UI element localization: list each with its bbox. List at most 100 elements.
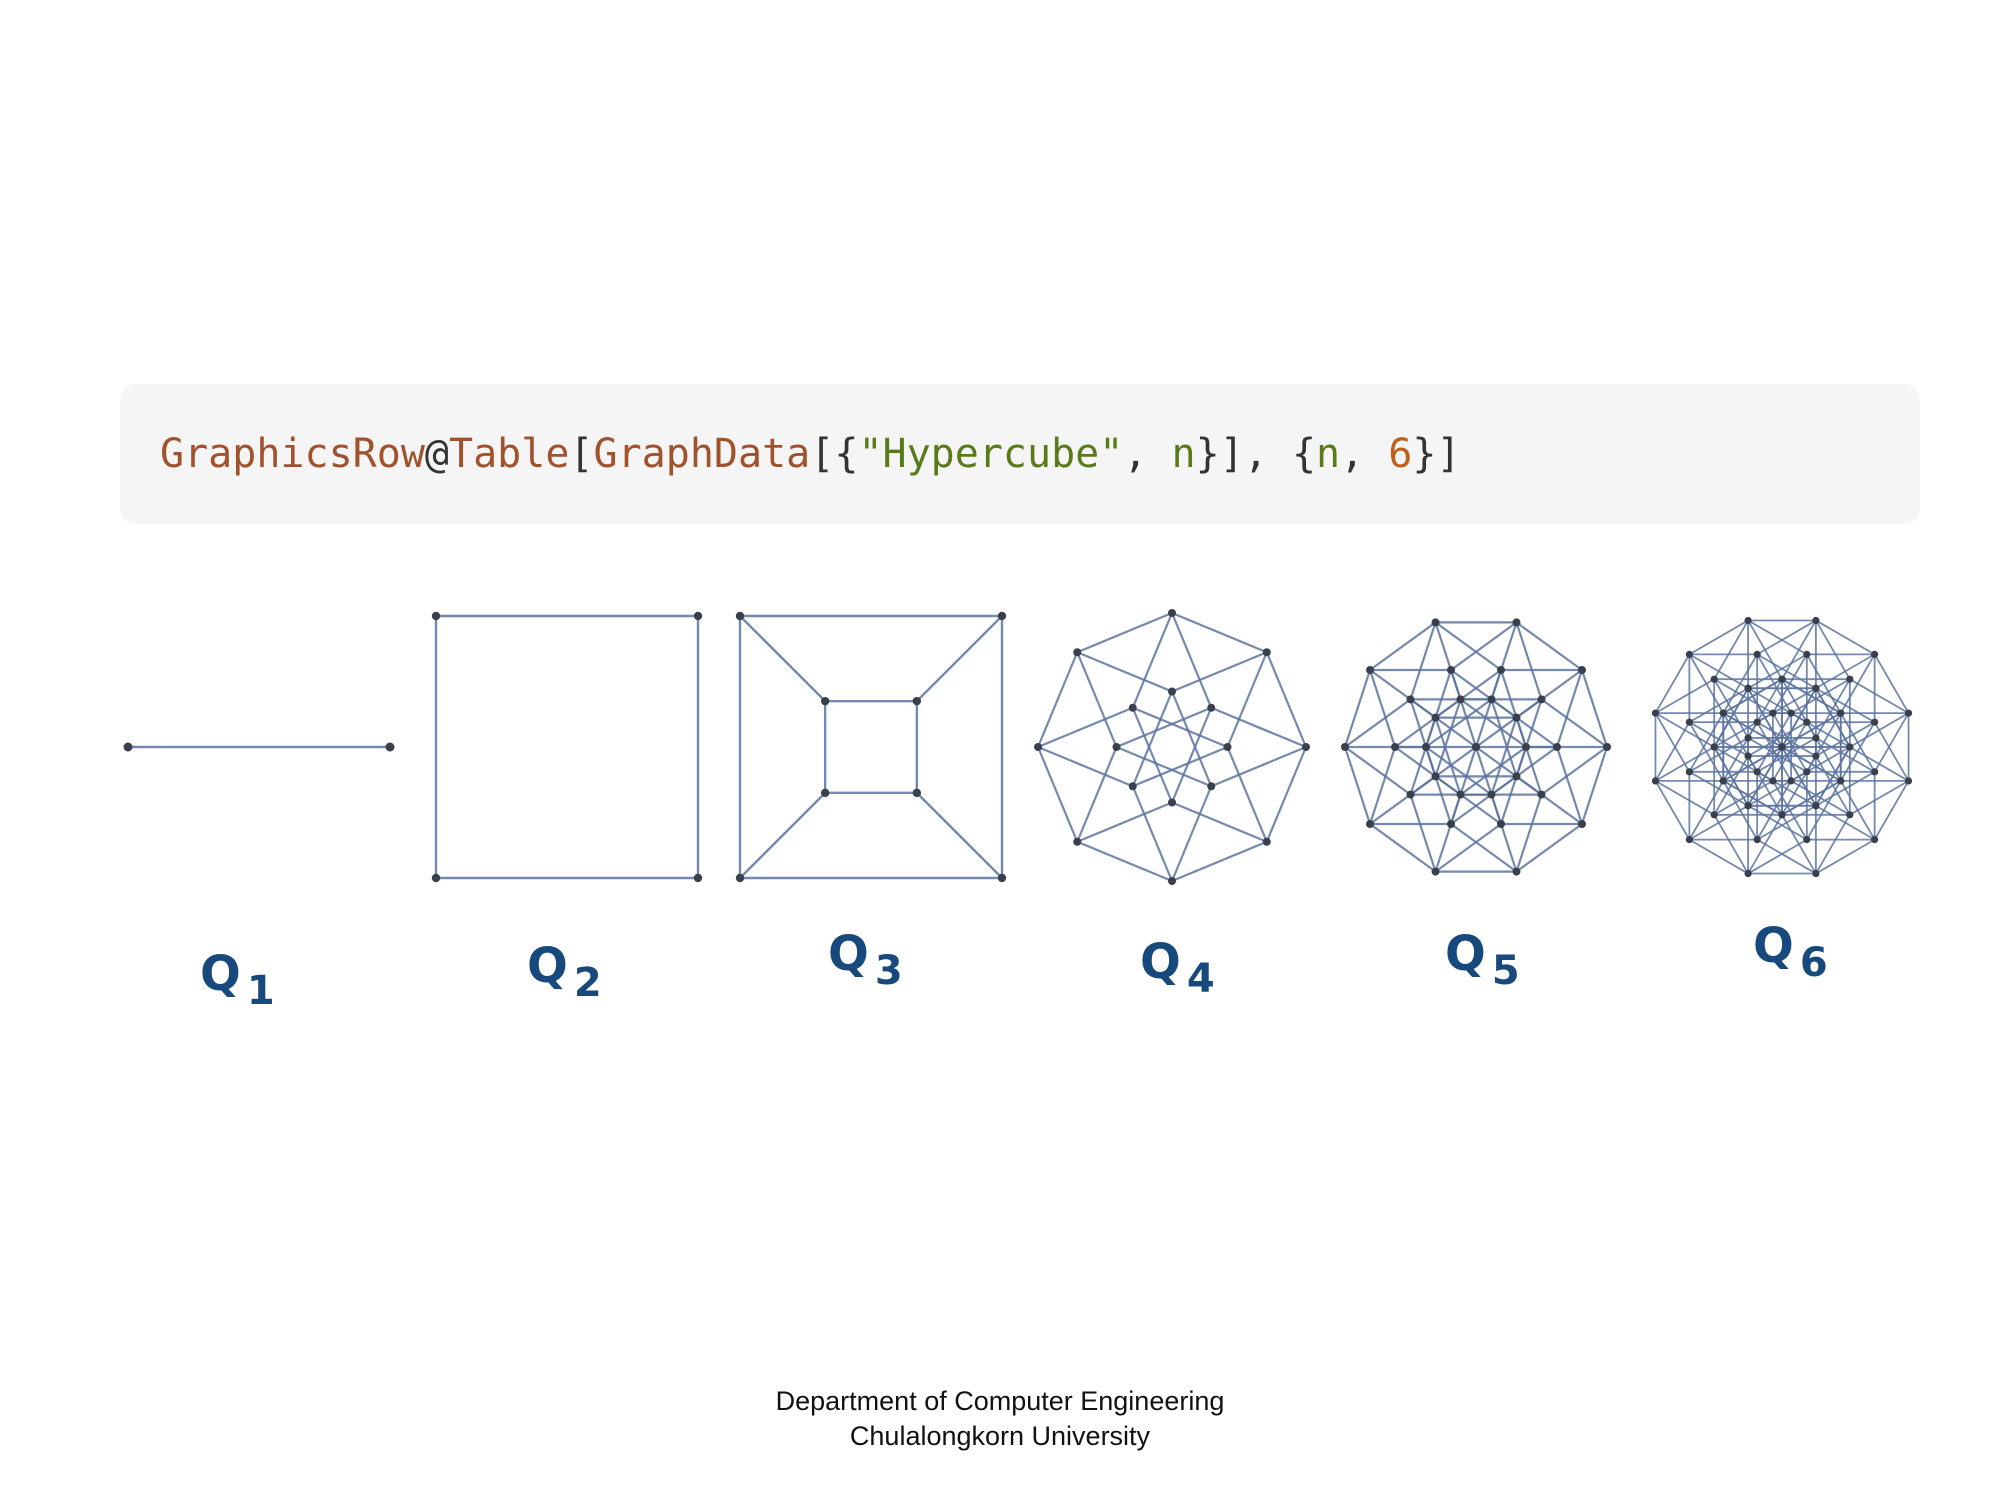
graph-vertex	[1406, 695, 1415, 704]
code-token: @	[424, 431, 449, 477]
label-letter: Q	[828, 926, 869, 982]
code-token: GraphData	[593, 431, 811, 477]
graph-vertex	[1803, 768, 1811, 776]
graph-edge	[1076, 746, 1118, 843]
graph-vertex	[1710, 675, 1718, 683]
graph-edge	[1368, 746, 1397, 825]
graph-edge	[1655, 678, 1715, 714]
code-token: ,	[1340, 431, 1389, 477]
graph-vertex	[735, 873, 745, 883]
graph-edge	[1790, 712, 1851, 748]
graph-edge	[1171, 651, 1268, 693]
graph-edge	[916, 792, 1003, 879]
code-token: Table	[449, 431, 570, 477]
code-token: n	[1171, 431, 1196, 477]
label-subscript: 3	[875, 948, 903, 994]
graph-vertex	[1168, 609, 1176, 617]
graph-vertex	[1719, 777, 1727, 785]
graph-edge	[1131, 691, 1174, 787]
graph-vertex	[912, 696, 922, 706]
graph-edge	[1450, 823, 1518, 873]
graph-vertex	[1812, 869, 1820, 878]
graph-vertex	[1753, 836, 1761, 844]
graph-vertex	[1744, 734, 1752, 742]
graph-vertex	[1512, 618, 1521, 627]
graph-edge	[739, 792, 826, 879]
graph-edge	[1037, 745, 1134, 788]
graph-edge	[1344, 698, 1412, 748]
graph-vertex	[1366, 666, 1375, 675]
graph-edge	[1226, 746, 1268, 843]
graph-edge	[1132, 706, 1228, 749]
graph-edge	[1394, 746, 1462, 796]
graph-edge	[1425, 698, 1493, 748]
graph-edge	[1815, 687, 1876, 723]
graph-vertex	[1497, 819, 1506, 828]
graph-vertex	[1262, 837, 1271, 846]
hypercube-graph-q1	[123, 742, 395, 752]
graph-edge	[1515, 621, 1583, 671]
graph-vertex	[1512, 713, 1521, 722]
graph-edge	[1815, 838, 1876, 875]
graph-edge	[1815, 620, 1851, 680]
graph-edge	[1688, 619, 1749, 656]
graph-vertex	[1073, 837, 1082, 846]
graph-edge	[1688, 653, 1725, 714]
graph-edge	[1344, 746, 1412, 796]
graph-edge	[1171, 611, 1268, 654]
graph-edge	[1131, 612, 1174, 709]
graph-edge	[1839, 780, 1876, 841]
graph-edge	[1475, 746, 1543, 796]
graph-edge	[1459, 698, 1527, 748]
code-token: [	[569, 431, 594, 477]
footer: Department of Computer Engineering Chula…	[0, 1384, 2000, 1454]
graph-edge	[1450, 669, 1518, 719]
graph-vertex	[1904, 709, 1913, 717]
label-subscript: 6	[1800, 940, 1828, 986]
graph-vertex	[1744, 752, 1752, 760]
graph-edge	[1450, 621, 1518, 671]
footer-department: Department of Computer Engineering	[775, 1386, 1225, 1416]
hypercube-graph-q6	[1651, 616, 1913, 878]
graph-vertex	[1522, 743, 1531, 751]
graph-vertex	[1812, 684, 1820, 692]
graph-vertex	[1710, 743, 1718, 751]
graph-edge	[1171, 840, 1268, 883]
graph-vertex	[1744, 616, 1752, 625]
graph-edge	[1722, 712, 1783, 748]
graph-vertex	[997, 873, 1007, 883]
graph-edge	[1409, 717, 1437, 795]
graph-vertex	[1837, 777, 1845, 785]
graph-edge	[1580, 669, 1609, 748]
graph-edge	[1434, 699, 1462, 777]
graph-edge	[1369, 621, 1437, 671]
graph-vertex	[1456, 695, 1465, 704]
graph-edge	[1343, 669, 1372, 748]
graph-edge	[1873, 653, 1910, 714]
label-letter: Q	[200, 946, 241, 1002]
graph-edge	[1654, 653, 1691, 714]
graph-edge	[1815, 687, 1851, 748]
graph-edge	[1515, 823, 1583, 873]
graph-vertex	[385, 742, 395, 752]
graph-edge	[1409, 794, 1437, 872]
graph-edge	[1076, 651, 1173, 693]
graph-edge	[1368, 669, 1397, 748]
graph-edge	[1756, 838, 1817, 875]
graph-vertex	[997, 611, 1007, 621]
graph-vertex	[1787, 709, 1795, 717]
graph-vertex	[123, 742, 133, 752]
graph-edge	[1722, 712, 1758, 773]
code-line: GraphicsRow@Table[GraphData[{"Hypercube"…	[160, 427, 1461, 481]
graph-vertex	[1685, 836, 1693, 844]
graph-vertex	[1685, 718, 1693, 726]
graph-edge	[1131, 707, 1174, 803]
graph-vertex	[1073, 648, 1082, 657]
code-token: 6	[1388, 431, 1413, 477]
graph-edge	[1790, 780, 1851, 816]
graph-edge	[1170, 707, 1213, 803]
code-token: ,	[1123, 431, 1172, 477]
